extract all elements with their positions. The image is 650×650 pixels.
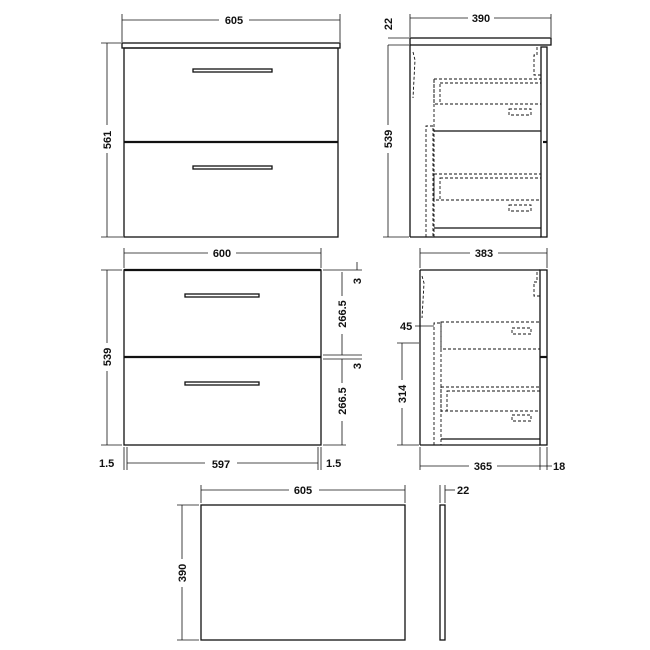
dim-side-left: 1.5: [99, 458, 114, 470]
dim-width: 600: [213, 248, 231, 260]
dim-width: 605: [294, 485, 312, 497]
dim-gap-upper: 3: [352, 278, 364, 284]
drawer-handle: [184, 381, 260, 386]
side-view-unit: 383 45 314 365 18: [395, 246, 565, 473]
side-view-with-top: 390 22 539: [381, 11, 552, 238]
dim-height: 539: [102, 348, 114, 366]
dim-body-depth: 365: [474, 461, 492, 473]
dim-depth: 383: [475, 248, 493, 260]
dim-depth: 390: [177, 564, 189, 582]
dim-depth: 390: [472, 13, 490, 25]
worktop-edge-view: [439, 504, 446, 641]
dim-height: 561: [102, 131, 114, 149]
front-view-unit: 600 539 266.5 266.5 3 3 1.5 597 1.5: [99, 246, 364, 471]
drawer-handle: [192, 68, 273, 73]
dim-gap-lower: 3: [352, 363, 364, 369]
dim-front-thickness: 18: [553, 461, 565, 473]
drawer-handle: [184, 293, 260, 298]
dim-width: 605: [225, 15, 243, 27]
dim-drawer-upper: 266.5: [337, 300, 349, 328]
dim-top-thickness: 22: [383, 18, 395, 30]
dim-height: 539: [383, 130, 395, 148]
dim-inner-width: 597: [212, 459, 230, 471]
dim-offset: 45: [400, 321, 412, 333]
worktop-plan-view: 605 390 22: [175, 483, 469, 641]
dim-side-right: 1.5: [326, 458, 341, 470]
dim-drawer-lower: 266.5: [337, 387, 349, 415]
dim-cutout-height: 314: [397, 384, 409, 403]
drawer-handle: [192, 165, 273, 170]
dim-thickness: 22: [457, 485, 469, 497]
front-view-with-top: 605 561: [100, 13, 341, 238]
